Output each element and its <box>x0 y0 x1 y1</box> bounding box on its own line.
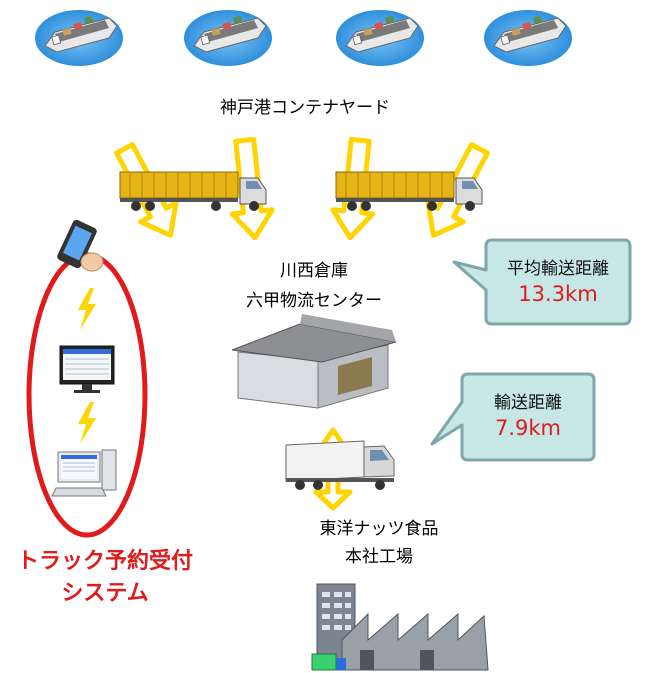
system-label-line2: システム <box>61 581 149 606</box>
system-label-line1: トラック予約受付 <box>16 549 193 574</box>
warehouse-label-line1: 川西倉庫 <box>280 261 348 281</box>
callout-distance-title: 輸送距離 <box>494 393 562 413</box>
callout-average-value: 13.3km <box>518 282 598 306</box>
callout-average-text: 平均輸送距離 13.3km <box>486 240 630 324</box>
lightning-icon <box>78 402 96 444</box>
monitor-icon <box>59 345 115 393</box>
desktop-computer-icon <box>51 449 117 497</box>
callout-average-distance <box>452 238 632 326</box>
ship-icon <box>335 9 425 67</box>
lightning-icon <box>78 288 96 330</box>
warehouse-icon <box>231 314 397 409</box>
ship-icon <box>483 9 573 67</box>
callout-distance-value: 7.9km <box>494 416 561 440</box>
factory-label-line2: 本社工場 <box>345 547 413 567</box>
port-label: 神戸港コンテナヤード <box>220 98 390 118</box>
box-truck-icon <box>285 440 395 490</box>
ship-icon <box>34 9 124 67</box>
warehouse-label-line2: 六甲物流センター <box>246 291 382 311</box>
smartphone-icon <box>57 219 104 272</box>
factory-icon <box>311 583 489 671</box>
callout-average-title: 平均輸送距離 <box>507 259 609 279</box>
callout-distance-text: 輸送距離 7.9km <box>462 374 594 460</box>
ship-icon <box>183 9 273 67</box>
callout-distance <box>430 372 596 462</box>
factory-label-line1: 東洋ナッツ食品 <box>319 519 439 539</box>
